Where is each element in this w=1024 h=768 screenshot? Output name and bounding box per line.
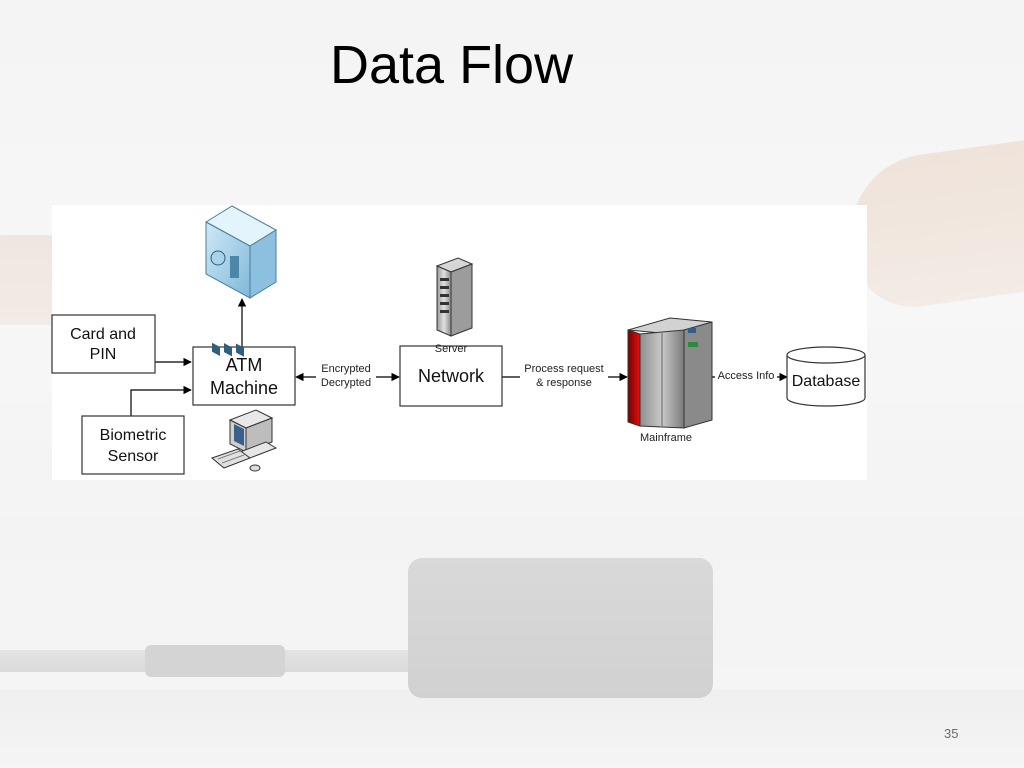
background-floor xyxy=(0,690,1024,768)
node-card-and-pin: Card and PIN xyxy=(51,314,156,374)
edge-label-response: & response xyxy=(536,377,592,389)
background-device xyxy=(408,558,713,698)
svg-text:Card and: Card and xyxy=(70,326,136,343)
svg-text:Biometric: Biometric xyxy=(100,427,167,444)
diagram-canvas xyxy=(52,205,867,480)
svg-text:Machine: Machine xyxy=(210,378,278,398)
edge-label-decrypted: Decrypted xyxy=(321,377,371,389)
bank-building-icon xyxy=(205,205,277,357)
edge-label-process-request: Process request xyxy=(524,363,603,375)
edge-biometric-to-atm xyxy=(130,385,192,416)
svg-text:Sensor: Sensor xyxy=(108,448,159,465)
computer-workstation-icon xyxy=(210,409,278,472)
slide-title: Data Flow xyxy=(330,35,574,95)
svg-text:Network: Network xyxy=(418,366,485,386)
node-network: Network xyxy=(399,345,503,407)
server-icon xyxy=(435,257,474,337)
svg-text:Database: Database xyxy=(792,373,861,390)
mainframe-icon xyxy=(627,317,713,429)
mainframe-label: Mainframe xyxy=(640,432,692,444)
node-database: Database xyxy=(786,346,866,407)
background-plug xyxy=(145,645,285,677)
edge-label-access-info: Access Info xyxy=(718,370,775,382)
server-label: Server xyxy=(435,343,468,355)
svg-text:ATM: ATM xyxy=(226,355,263,375)
edge-label-encrypted: Encrypted xyxy=(321,363,371,375)
node-biometric-sensor: Biometric Sensor xyxy=(81,415,185,475)
svg-text:PIN: PIN xyxy=(90,346,117,363)
slide-page-number: 35 xyxy=(944,726,959,741)
